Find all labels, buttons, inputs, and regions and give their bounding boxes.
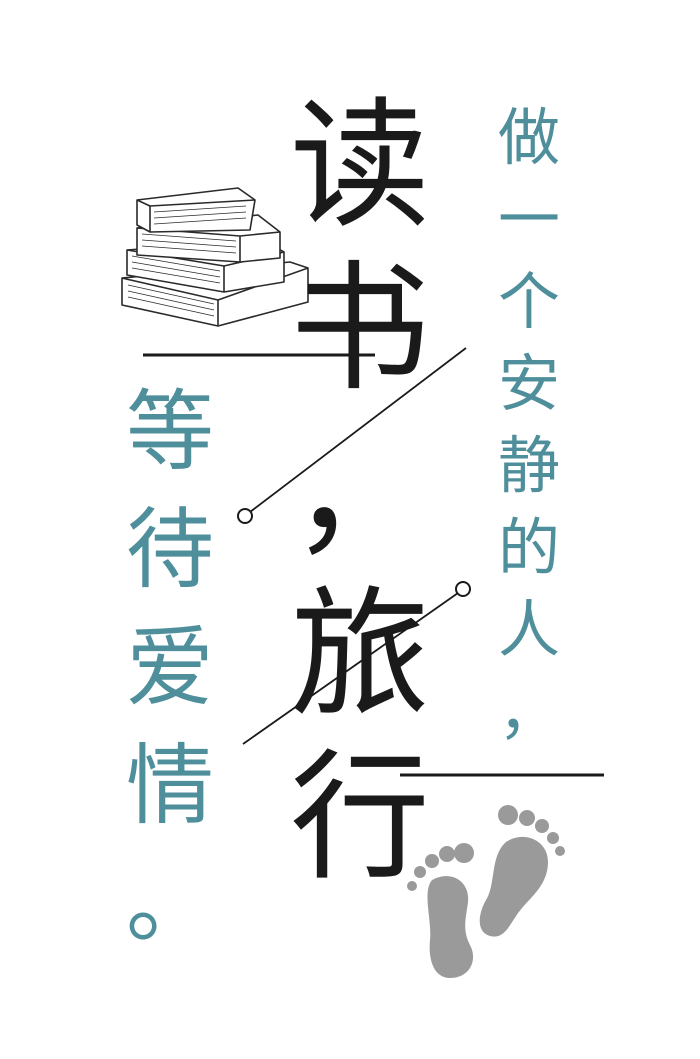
line-dot-lower <box>455 581 471 597</box>
right-char-3: 个 <box>497 265 560 338</box>
left-text-column: 等 待 爱 情 。 <box>120 378 220 968</box>
right-char-2: 一 <box>497 183 560 256</box>
right-text-column: 做 一 个 安 静 的 人 ， <box>490 100 568 756</box>
left-char-3: 爱 <box>125 616 214 719</box>
main-char-5: 行 <box>289 737 430 900</box>
left-char-2: 待 <box>125 498 214 601</box>
right-char-6: 的 <box>497 511 560 584</box>
right-char-7: 人 <box>497 593 560 666</box>
right-char-4: 安 <box>497 347 560 420</box>
left-char-1: 等 <box>125 380 214 483</box>
left-char-4: 情 <box>125 734 214 837</box>
books-icon <box>121 187 309 327</box>
footprints-icon <box>407 805 565 978</box>
right-char-1: 做 <box>497 101 560 174</box>
diagonal-line-upper <box>249 347 467 513</box>
line-dot-upper <box>237 508 253 524</box>
main-char-3: ， <box>289 411 430 574</box>
main-char-2: 书 <box>289 248 430 411</box>
right-char-8: ， <box>497 675 560 748</box>
right-char-5: 静 <box>497 429 560 502</box>
left-char-5: 。 <box>125 852 214 955</box>
main-title-column: 读 书 ， 旅 行 <box>285 92 435 907</box>
main-char-1: 读 <box>289 85 430 248</box>
main-char-4: 旅 <box>289 574 430 737</box>
diagonal-line-lower <box>242 592 459 745</box>
